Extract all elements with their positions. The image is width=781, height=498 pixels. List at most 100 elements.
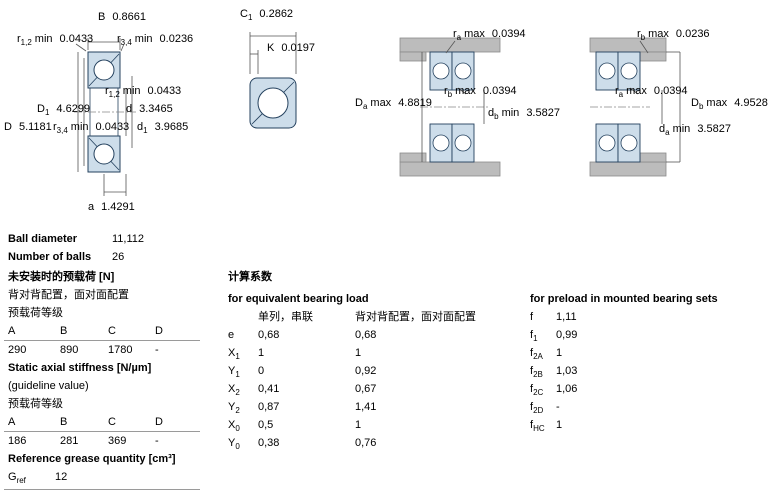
factor-e-label: e	[228, 329, 235, 341]
preload-factor-f2b-value: 1,03	[556, 365, 578, 377]
preload-factor-f1-label: f1	[530, 329, 538, 344]
factor-y2-label: Y2	[228, 401, 240, 416]
preload-factor-f2a-value: 1	[556, 347, 563, 359]
preload-factor-f2c-label: f2C	[530, 383, 544, 398]
calc-col1-header: 单列，串联	[258, 311, 313, 323]
table-rule	[4, 340, 200, 341]
preload-factor-f1-value: 0,99	[556, 329, 578, 341]
stiffness-section-title: Static axial stiffness [N/µm]	[8, 362, 152, 374]
ball-top	[93, 59, 115, 81]
factor-y1-paired: 0,92	[355, 365, 377, 377]
dimension-lines	[421, 40, 485, 162]
stiffness-section-subtitle: (guideline value)	[8, 380, 89, 392]
grease-value: 12	[55, 471, 68, 483]
calc-factors-title: 计算系数	[228, 271, 272, 283]
stiffness-class-label: 预载荷等级	[8, 398, 63, 410]
stiffness-header-a: A	[8, 416, 16, 428]
factor-x2-label: X2	[228, 383, 240, 398]
ball-diameter-label: Ball diameter	[8, 233, 78, 245]
preload-header-c: C	[108, 325, 116, 337]
stiffness-header-c: C	[108, 416, 116, 428]
number-of-balls-label: Number of balls	[8, 251, 92, 263]
factor-x1-label: X1	[228, 347, 240, 362]
factor-x2-single: 0,41	[258, 383, 280, 395]
stiffness-value-b: 281	[60, 435, 79, 447]
mounted-set-drawing-left	[399, 37, 501, 177]
preload-factor-f-label: f	[530, 311, 534, 323]
factor-y2-paired: 1,41	[355, 401, 377, 413]
preload-value-b: 890	[60, 344, 79, 356]
ball-diameter-value: 11,112	[112, 233, 145, 245]
ball	[257, 87, 289, 119]
factor-e-single: 0,68	[258, 329, 280, 341]
preload-section-subtitle: 背对背配置，面对面配置	[8, 289, 129, 301]
grease-symbol: Gref	[8, 471, 26, 486]
housing	[589, 37, 667, 177]
preload-value-c: 1780	[108, 344, 133, 356]
factor-x2-paired: 0,67	[355, 383, 377, 395]
preload-factor-fhc-value: 1	[556, 419, 563, 431]
factor-y0-label: Y0	[228, 437, 240, 452]
preload-header-b: B	[60, 325, 68, 337]
preload-factor-f2d-label: f2D	[530, 401, 544, 416]
preload-factors-title: for preload in mounted bearing sets	[530, 293, 718, 305]
dimension-lines	[249, 32, 297, 74]
housing	[399, 37, 501, 177]
preload-value-a: 290	[8, 344, 27, 356]
calc-col2-header: 背对背配置，面对面配置	[355, 311, 476, 323]
factor-x0-label: X0	[228, 419, 240, 434]
factor-y0-paired: 0,76	[355, 437, 377, 449]
stiffness-value-a: 186	[8, 435, 27, 447]
ring-detail-drawing	[249, 32, 297, 129]
ball-bottom	[93, 143, 115, 165]
number-of-balls-value: 26	[112, 251, 125, 263]
preload-section-title: 未安装时的预载荷 [N]	[8, 271, 115, 283]
grease-section-title: Reference grease quantity [cm³]	[8, 453, 176, 465]
factor-x0-paired: 1	[355, 419, 362, 431]
preload-factor-f2c-value: 1,06	[556, 383, 578, 395]
factor-y0-single: 0,38	[258, 437, 280, 449]
preload-factor-f2a-label: f2A	[530, 347, 543, 362]
stiffness-header-b: B	[60, 416, 68, 428]
bearing-section-drawing	[74, 38, 136, 196]
preload-factor-f2d-value: -	[556, 401, 560, 413]
preload-header-d: D	[155, 325, 163, 337]
preload-factor-f2b-label: f2B	[530, 365, 543, 380]
preload-class-label: 预载荷等级	[8, 307, 63, 319]
factor-y1-label: Y1	[228, 365, 240, 380]
factor-x0-single: 0,5	[258, 419, 274, 431]
table-rule	[4, 431, 200, 432]
calc-factors-subtitle: for equivalent bearing load	[228, 293, 369, 305]
factor-e-paired: 0,68	[355, 329, 377, 341]
balls	[598, 62, 638, 152]
preload-value-d: -	[155, 344, 159, 356]
stiffness-header-d: D	[155, 416, 163, 428]
factor-y2-single: 0,87	[258, 401, 280, 413]
factor-x1-single: 1	[258, 347, 265, 359]
table-rule	[4, 489, 200, 490]
stiffness-value-d: -	[155, 435, 159, 447]
stiffness-value-c: 369	[108, 435, 127, 447]
preload-factor-f-value: 1,11	[556, 311, 577, 323]
